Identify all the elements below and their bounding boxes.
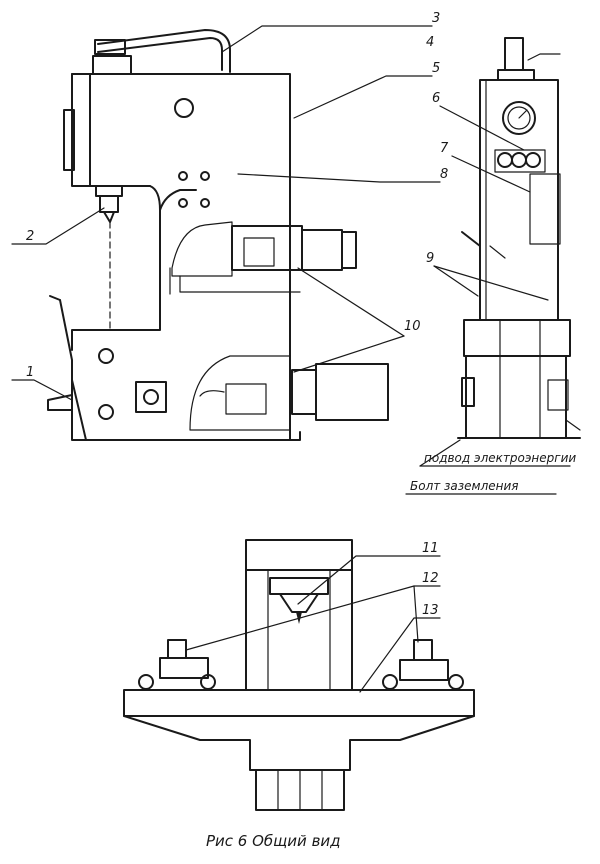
callout-4: 4 (426, 35, 434, 50)
callout-8: 8 (440, 167, 448, 182)
callout-10: 10 (404, 319, 421, 334)
callout-labels: 1 2 3 4 5 6 7 8 9 10 11 12 13 (26, 11, 449, 618)
callout-11: 11 (422, 541, 439, 556)
notes: подвод электроэнергии Болт заземления (410, 451, 576, 493)
power-supply-note: подвод электроэнергии (424, 451, 576, 465)
leader-lines (11, 25, 571, 693)
callout-6: 6 (432, 91, 440, 106)
callout-12: 12 (422, 571, 439, 586)
plan-view (123, 539, 475, 811)
callout-2: 2 (26, 229, 34, 244)
figure-caption: Рис 6 Общий вид (206, 832, 341, 850)
front-view (47, 29, 389, 441)
side-view (457, 37, 581, 439)
ground-bolt-note: Болт заземления (410, 479, 519, 493)
callout-3: 3 (432, 11, 440, 26)
callout-13: 13 (422, 603, 439, 618)
callout-7: 7 (440, 141, 449, 156)
callout-5: 5 (432, 61, 440, 76)
callout-9: 9 (426, 251, 434, 266)
callout-1: 1 (26, 365, 34, 380)
